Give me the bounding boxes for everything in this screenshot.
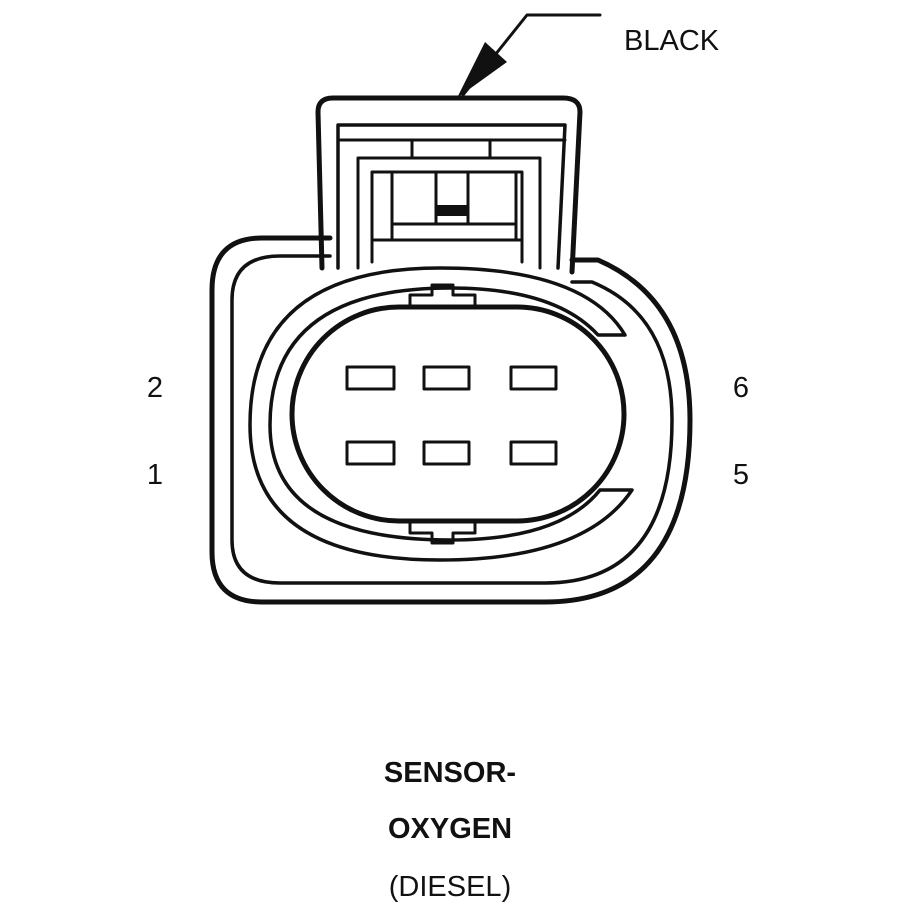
terminal-array bbox=[345, 365, 558, 466]
terminal-cavity bbox=[289, 304, 627, 524]
pin-label-6: 6 bbox=[732, 372, 750, 404]
connector-color-label: BLACK bbox=[624, 25, 720, 57]
caption-line-3: (DIESEL) bbox=[388, 871, 512, 903]
pin-label-5: 5 bbox=[732, 459, 750, 491]
top-key bbox=[408, 283, 477, 309]
locking-tab bbox=[315, 95, 583, 275]
callout-arrow bbox=[457, 13, 602, 98]
pin-label-1: 1 bbox=[146, 459, 164, 491]
housing-inner-rim bbox=[230, 254, 674, 585]
mating-shroud bbox=[248, 266, 634, 562]
terminal-pin-3 bbox=[422, 440, 471, 466]
terminal-pin-4 bbox=[422, 365, 471, 391]
terminal-pin-2 bbox=[345, 365, 396, 391]
terminal-pin-6 bbox=[509, 365, 558, 391]
terminal-pin-5 bbox=[509, 440, 558, 466]
bottom-key bbox=[408, 519, 477, 545]
connector-housing bbox=[209, 235, 693, 605]
pin-label-2: 2 bbox=[146, 372, 164, 404]
caption-line-1: SENSOR- bbox=[383, 757, 517, 789]
caption-line-2: OXYGEN bbox=[387, 813, 513, 845]
terminal-pin-1 bbox=[345, 440, 396, 466]
